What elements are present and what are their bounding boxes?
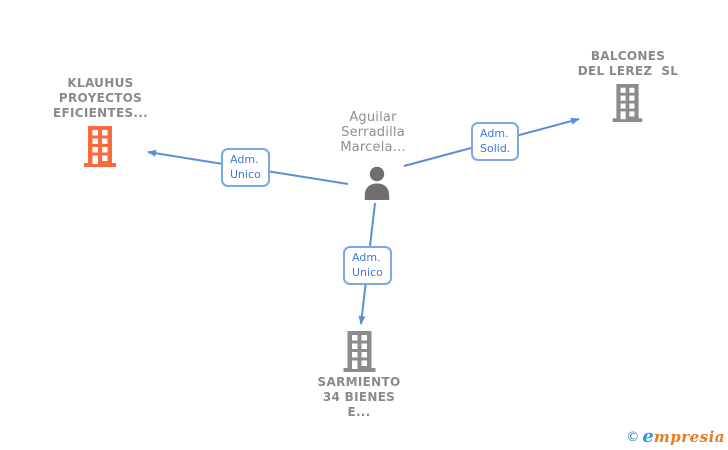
company-name-line: BALCONES — [590, 49, 666, 63]
person-icon[interactable] — [362, 166, 392, 200]
person-node-label-aguilar[interactable]: Aguilar Serradilla Marcela... — [303, 110, 443, 155]
company-name-line: SARMIENTO — [317, 375, 401, 389]
brand-letter-e: e — [642, 426, 654, 447]
edge-label-line: Adm. — [480, 127, 509, 140]
person-name-line: Aguilar — [349, 110, 397, 125]
building-icon-sarmiento[interactable] — [342, 331, 377, 372]
copyright-symbol: © — [626, 430, 640, 445]
company-name-line: EFICIENTES... — [53, 106, 148, 120]
company-node-label-sarmiento[interactable]: SARMIENTO 34 BIENES E... — [285, 375, 433, 420]
building-icon-balcones[interactable] — [611, 84, 644, 122]
edge-label-line: Unico — [352, 266, 383, 279]
empresia-logo[interactable]: ©empresia — [626, 426, 725, 447]
company-node-label-balcones[interactable]: BALCONES DEL LEREZ SL — [553, 49, 703, 79]
company-node-label-klauhus[interactable]: KLAUHUS PROYECTOS EFICIENTES... — [18, 76, 183, 121]
edge-label-line: Adm. — [352, 251, 381, 264]
company-name-line: E... — [347, 405, 371, 419]
person-name-line: Serradilla — [341, 125, 405, 140]
person-name-line: Marcela... — [340, 140, 406, 155]
edge-label-line: Unico — [230, 168, 261, 181]
edge-label-line: Adm. — [230, 153, 259, 166]
company-name-line: DEL LEREZ SL — [577, 64, 679, 78]
company-name-line: 34 BIENES — [322, 390, 396, 404]
edge-label-adm-unico-bottom: Adm. Unico — [343, 246, 392, 285]
edge-label-adm-unico-left: Adm. Unico — [221, 148, 270, 187]
brand-text: mpresia — [653, 428, 725, 446]
edge-label-line: Solid. — [480, 142, 511, 155]
building-icon-klauhus[interactable] — [83, 126, 117, 167]
edge-label-adm-solid-right: Adm. Solid. — [471, 122, 520, 161]
company-name-line: PROYECTOS — [58, 91, 143, 105]
company-name-line: KLAUHUS — [67, 76, 134, 90]
